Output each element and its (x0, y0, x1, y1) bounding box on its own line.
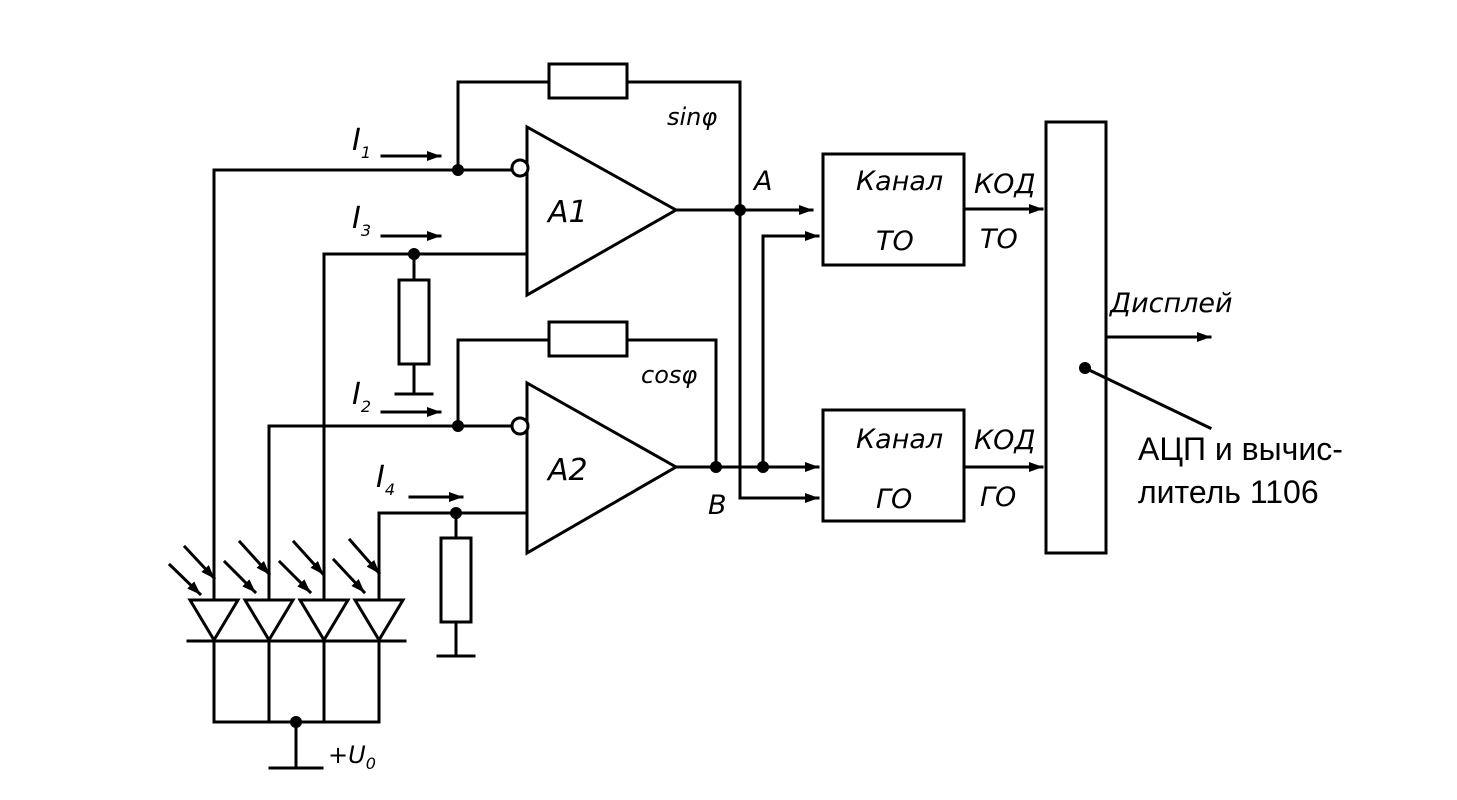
code-to-label: КОД (974, 169, 1036, 200)
i3-resistor (394, 248, 434, 396)
adc-block (1044, 120, 1213, 555)
sin-label: sinφ (667, 103, 717, 131)
cos-label: cosφ (641, 361, 697, 389)
photodiode-3 (296, 598, 352, 643)
current-arrows (380, 151, 464, 502)
i2-label: I2 (352, 377, 371, 416)
i4-label: I4 (376, 460, 395, 499)
channel-to-block: Канал ТО (821, 152, 966, 267)
op-amp-a2: A2 (510, 380, 680, 556)
code-go-label: КОД (974, 425, 1036, 456)
code-to-sub: ТО (980, 224, 1018, 255)
a2-feedback (452, 320, 718, 469)
channel-go-block: Канал ГО (821, 408, 966, 523)
display-label: Дисплей (1109, 288, 1233, 319)
a1-feedback (452, 62, 742, 212)
channel-to-sub: ТО (876, 226, 914, 257)
photodiode-array (167, 537, 407, 643)
channel-go-sub: ГО (876, 484, 912, 515)
channel-to-title: Канал (856, 166, 943, 197)
code-go-sub: ГО (980, 482, 1016, 513)
a2-label: A2 (546, 453, 588, 488)
light-arrows (167, 537, 382, 597)
node-a-label: A (752, 166, 772, 197)
i4-resistor (436, 507, 476, 658)
i3-label: I3 (352, 201, 371, 240)
node-b-label: B (708, 490, 727, 521)
photodiode-4 (351, 598, 407, 643)
a1-label: A1 (546, 195, 588, 230)
i1-label: I1 (352, 123, 371, 162)
channel-go-title: Канал (856, 424, 943, 455)
op-amp-a1: A1 (510, 124, 680, 298)
photodiode-2 (241, 598, 297, 643)
supply-bus (212, 639, 381, 770)
photodiode-1 (186, 598, 242, 643)
supply-label: +U0 (328, 741, 376, 773)
adc-label-line2: литель 1106 (1138, 474, 1319, 510)
adc-label-line1: АЦП и вычис- (1138, 431, 1343, 467)
